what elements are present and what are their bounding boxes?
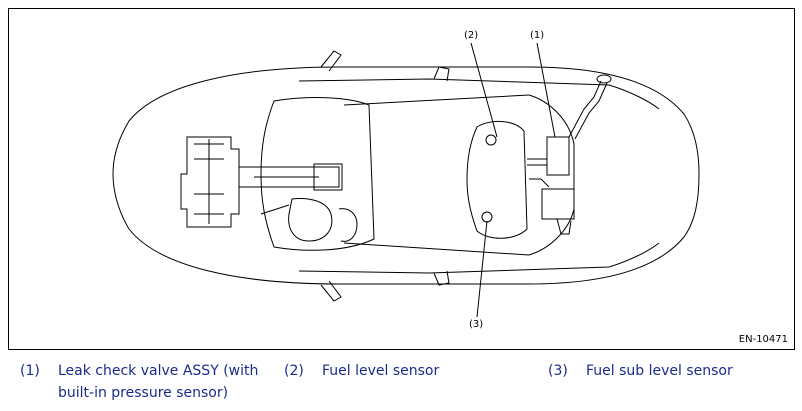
- legend: (1) Leak check valve ASSY (with built-in…: [0, 360, 802, 410]
- engine: [180, 136, 240, 228]
- rear-window: [528, 94, 575, 256]
- legend-label-3: Fuel sub level sensor: [586, 363, 733, 379]
- figure-id: EN-10471: [738, 334, 788, 345]
- drive-shaft: [239, 166, 340, 188]
- leader-2: [470, 42, 498, 138]
- diagram-frame: (1) (2) (3) EN-10471: [8, 8, 795, 350]
- callout-1: (1): [530, 30, 545, 41]
- callout-2: (2): [464, 30, 479, 41]
- callout-3: (3): [469, 319, 484, 330]
- legend-label-1-line1: Leak check valve ASSY (with: [58, 363, 259, 379]
- mirror-right: [320, 280, 342, 302]
- legend-label-2: Fuel level sensor: [322, 363, 440, 379]
- fuel-level-sensor: [485, 134, 497, 146]
- fuel-tank: [466, 121, 528, 239]
- windshield: [260, 97, 375, 251]
- mirror-left: [320, 50, 342, 72]
- legend-num-3: (3): [548, 363, 568, 379]
- leader-3: [476, 220, 488, 318]
- legend-num-1: (1): [20, 363, 40, 379]
- filler-pipe: [568, 80, 602, 138]
- leader-1: [536, 42, 556, 138]
- vehicle-diagram: [112, 42, 700, 318]
- canister: [541, 188, 575, 220]
- fuel-sub-level-sensor: [481, 211, 493, 223]
- legend-num-2: (2): [284, 363, 304, 379]
- car-body-outline: [112, 66, 700, 285]
- seat: [288, 198, 333, 242]
- legend-label-1-line2: built-in pressure sensor): [58, 385, 229, 401]
